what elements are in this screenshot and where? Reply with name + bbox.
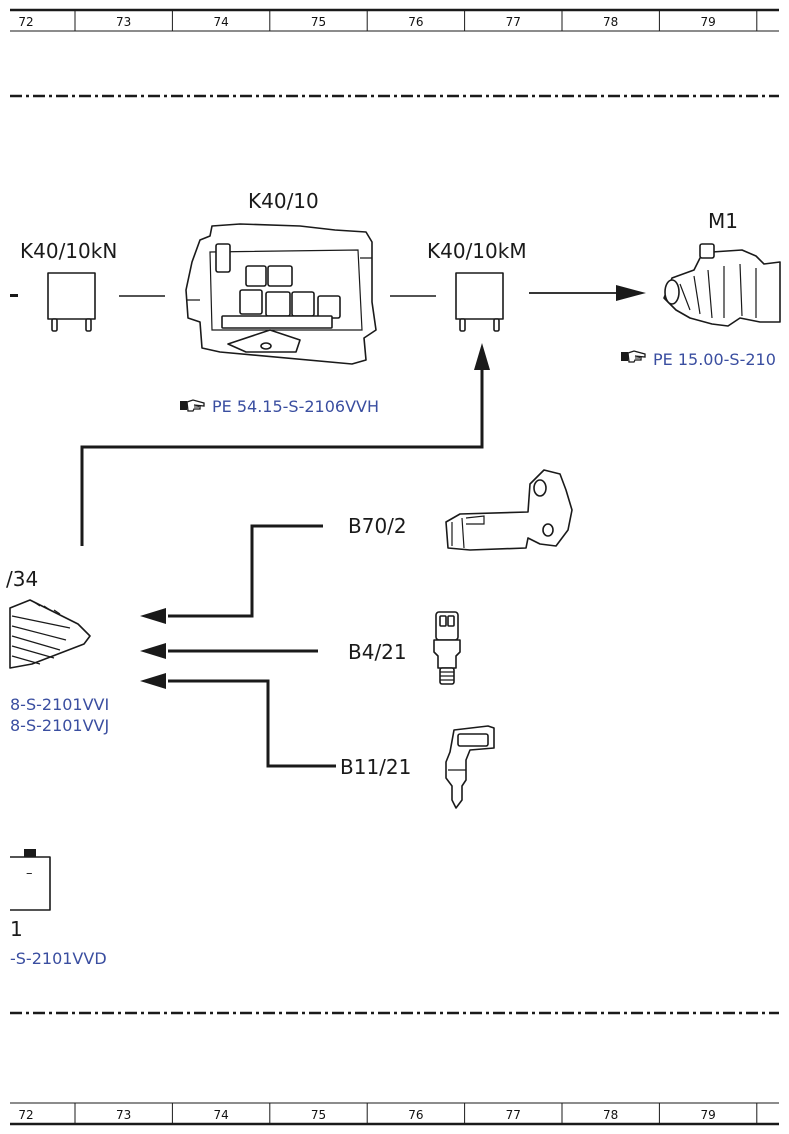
ref-text-k40-10: PE 54.15-S-2106VVH bbox=[212, 397, 379, 416]
sensor-b11-21: B11/21 bbox=[340, 725, 495, 809]
grid-column-number-top: 79 bbox=[700, 15, 715, 29]
grid-column-number-top: 72 bbox=[18, 15, 33, 29]
grid-column-number-top: 74 bbox=[213, 15, 228, 29]
sensor-b70-2: B70/2 bbox=[348, 469, 573, 551]
ref-text-n3-34-2: 8-S-2101VVJ bbox=[10, 716, 109, 735]
label-m1: M1 bbox=[708, 209, 738, 233]
relay-k40-10kn: K40/10kN bbox=[10, 239, 165, 332]
sensor-b4-21: B4/21 bbox=[348, 611, 461, 685]
fuse-relay-module-k40-10: K40/10 bbox=[185, 189, 436, 365]
label-b4-21: B4/21 bbox=[348, 640, 407, 664]
pointing-hand-icon bbox=[620, 350, 646, 363]
grid-column-number-top: 76 bbox=[408, 15, 423, 29]
label-battery: 1 bbox=[10, 917, 23, 941]
control-unit-n3-34: /34 bbox=[6, 567, 91, 669]
label-b11-21: B11/21 bbox=[340, 755, 411, 779]
grid-column-number-bottom: 74 bbox=[213, 1108, 228, 1122]
grid-column-number-top: 75 bbox=[311, 15, 326, 29]
grid-column-number-top: 77 bbox=[506, 15, 521, 29]
battery-g1: – 1 -S-2101VVD bbox=[10, 849, 107, 968]
grid-column-number-top: 78 bbox=[603, 15, 618, 29]
grid-column-number-bottom: 75 bbox=[311, 1108, 326, 1122]
ref-text-m1: PE 15.00-S-210 bbox=[653, 350, 776, 369]
grid-ruler-top: 72 73 74 75 76 77 78 79 bbox=[10, 8, 779, 32]
ref-k40-10: PE 54.15-S-2106VVH bbox=[179, 397, 379, 416]
ref-n3-34: 8-S-2101VVI 8-S-2101VVJ bbox=[10, 695, 109, 735]
grid-column-number-top: 73 bbox=[116, 15, 131, 29]
label-b70-2: B70/2 bbox=[348, 514, 407, 538]
grid-column-number-bottom: 78 bbox=[603, 1108, 618, 1122]
grid-column-number-bottom: 72 bbox=[18, 1108, 33, 1122]
ref-text-battery: -S-2101VVD bbox=[10, 949, 107, 968]
battery-minus-symbol: – bbox=[26, 866, 33, 881]
grid-column-number-bottom: 77 bbox=[506, 1108, 521, 1122]
label-n3-34: /34 bbox=[6, 567, 38, 591]
pointing-hand-icon bbox=[179, 399, 205, 412]
grid-ruler-bottom: 72 73 74 75 76 77 78 79 bbox=[10, 1102, 779, 1126]
ref-m1: PE 15.00-S-210 bbox=[620, 350, 776, 369]
label-k40-10: K40/10 bbox=[248, 189, 319, 213]
starter-motor-m1: M1 bbox=[663, 209, 781, 327]
label-k40-10km: K40/10kM bbox=[427, 239, 527, 263]
relay-k40-10km: K40/10kM bbox=[427, 239, 527, 332]
label-k40-10kn: K40/10kN bbox=[20, 239, 117, 263]
grid-column-number-bottom: 73 bbox=[116, 1108, 131, 1122]
grid-column-number-bottom: 79 bbox=[700, 1108, 715, 1122]
ref-text-n3-34-1: 8-S-2101VVI bbox=[10, 695, 109, 714]
grid-column-number-bottom: 76 bbox=[408, 1108, 423, 1122]
